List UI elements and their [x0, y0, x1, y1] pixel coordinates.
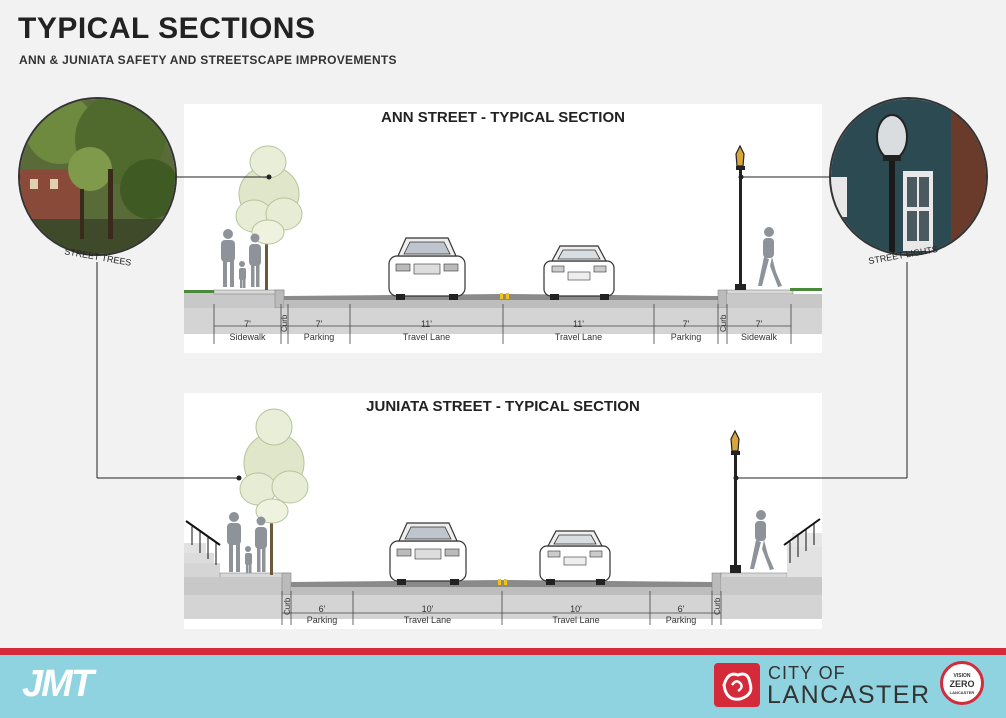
pedestrians-icon	[221, 229, 261, 288]
ann-sidewalk-right-label: Sidewalk	[740, 332, 778, 342]
car-icon	[539, 530, 611, 585]
ann-travel-lane-2-label: Travel Lane	[554, 332, 603, 342]
juniata-section-drawing	[184, 408, 822, 625]
vision-zero-bottom-label: LANCASTER	[949, 690, 975, 695]
footer-bar	[0, 655, 1006, 718]
page-subtitle: ANN & JUNIATA SAFETY AND STREETSCAPE IMP…	[19, 53, 397, 67]
jmt-logo: JMT	[22, 663, 94, 705]
ann-travel-lane-2-width: 11'	[572, 319, 585, 329]
juniata-parking-left-width: 6'	[318, 604, 326, 614]
ann-parking-right-label: Parking	[670, 332, 702, 342]
pedestrians-icon	[227, 512, 267, 573]
car-icon	[388, 237, 466, 300]
car-icon	[389, 522, 467, 585]
ann-sidewalk-left-width: 7'	[244, 319, 251, 329]
juniata-parking-left-label: Parking	[306, 615, 338, 625]
footer-accent-bar	[0, 648, 1006, 655]
juniata-street-section: JUNIATA STREET - TYPICAL SECTION Curb Cu…	[184, 393, 822, 629]
ann-section-title: ANN STREET - TYPICAL SECTION	[381, 109, 625, 126]
vision-zero-mid-label: ZERO	[949, 679, 975, 689]
street-light-icon	[735, 144, 746, 290]
juniata-travel-lane-2-label: Travel Lane	[552, 615, 600, 625]
ann-sidewalk-left-label: Sidewalk	[229, 332, 266, 342]
juniata-parking-right-label: Parking	[665, 615, 697, 625]
ann-section-drawing	[184, 144, 822, 353]
street-light-icon	[730, 429, 741, 573]
ann-street-section: ANN STREET - TYPICAL SECTION Curb Curb 7…	[184, 104, 822, 353]
juniata-section-title: JUNIATA STREET - TYPICAL SECTION	[366, 398, 640, 415]
ann-parking-right-width: 7'	[682, 319, 690, 329]
vision-zero-top-label: VISION	[953, 673, 971, 679]
car-icon	[543, 245, 615, 300]
juniata-travel-lane-2-width: 10'	[570, 604, 582, 614]
juniata-travel-lane-1-width: 10'	[421, 604, 434, 614]
city-of-lancaster-logo-icon	[714, 663, 760, 707]
city-of-label: CITY OF	[768, 663, 846, 683]
street-trees-photo	[18, 97, 177, 256]
runner-icon	[750, 510, 774, 570]
tree-icon	[235, 145, 303, 290]
street-lights-photo	[829, 97, 988, 256]
runner-icon	[758, 227, 782, 287]
juniata-parking-right-width: 6'	[677, 604, 685, 614]
ann-travel-lane-1-width: 11'	[420, 319, 433, 329]
vision-zero-logo: VISION ZERO LANCASTER	[940, 661, 984, 705]
juniata-curb-right-label: Curb	[713, 597, 722, 615]
ann-parking-left-width: 7'	[315, 319, 323, 329]
steps-icon	[184, 520, 221, 577]
ann-travel-lane-1-label: Travel Lane	[402, 332, 451, 342]
ann-sidewalk-right-width: 7'	[755, 319, 763, 329]
juniata-travel-lane-1-label: Travel Lane	[403, 615, 452, 625]
ann-parking-left-label: Parking	[303, 332, 335, 342]
city-name-label: LANCASTER	[767, 681, 931, 709]
page-title: TYPICAL SECTIONS	[18, 12, 316, 45]
tree-icon	[239, 408, 309, 575]
steps-icon	[783, 518, 822, 577]
